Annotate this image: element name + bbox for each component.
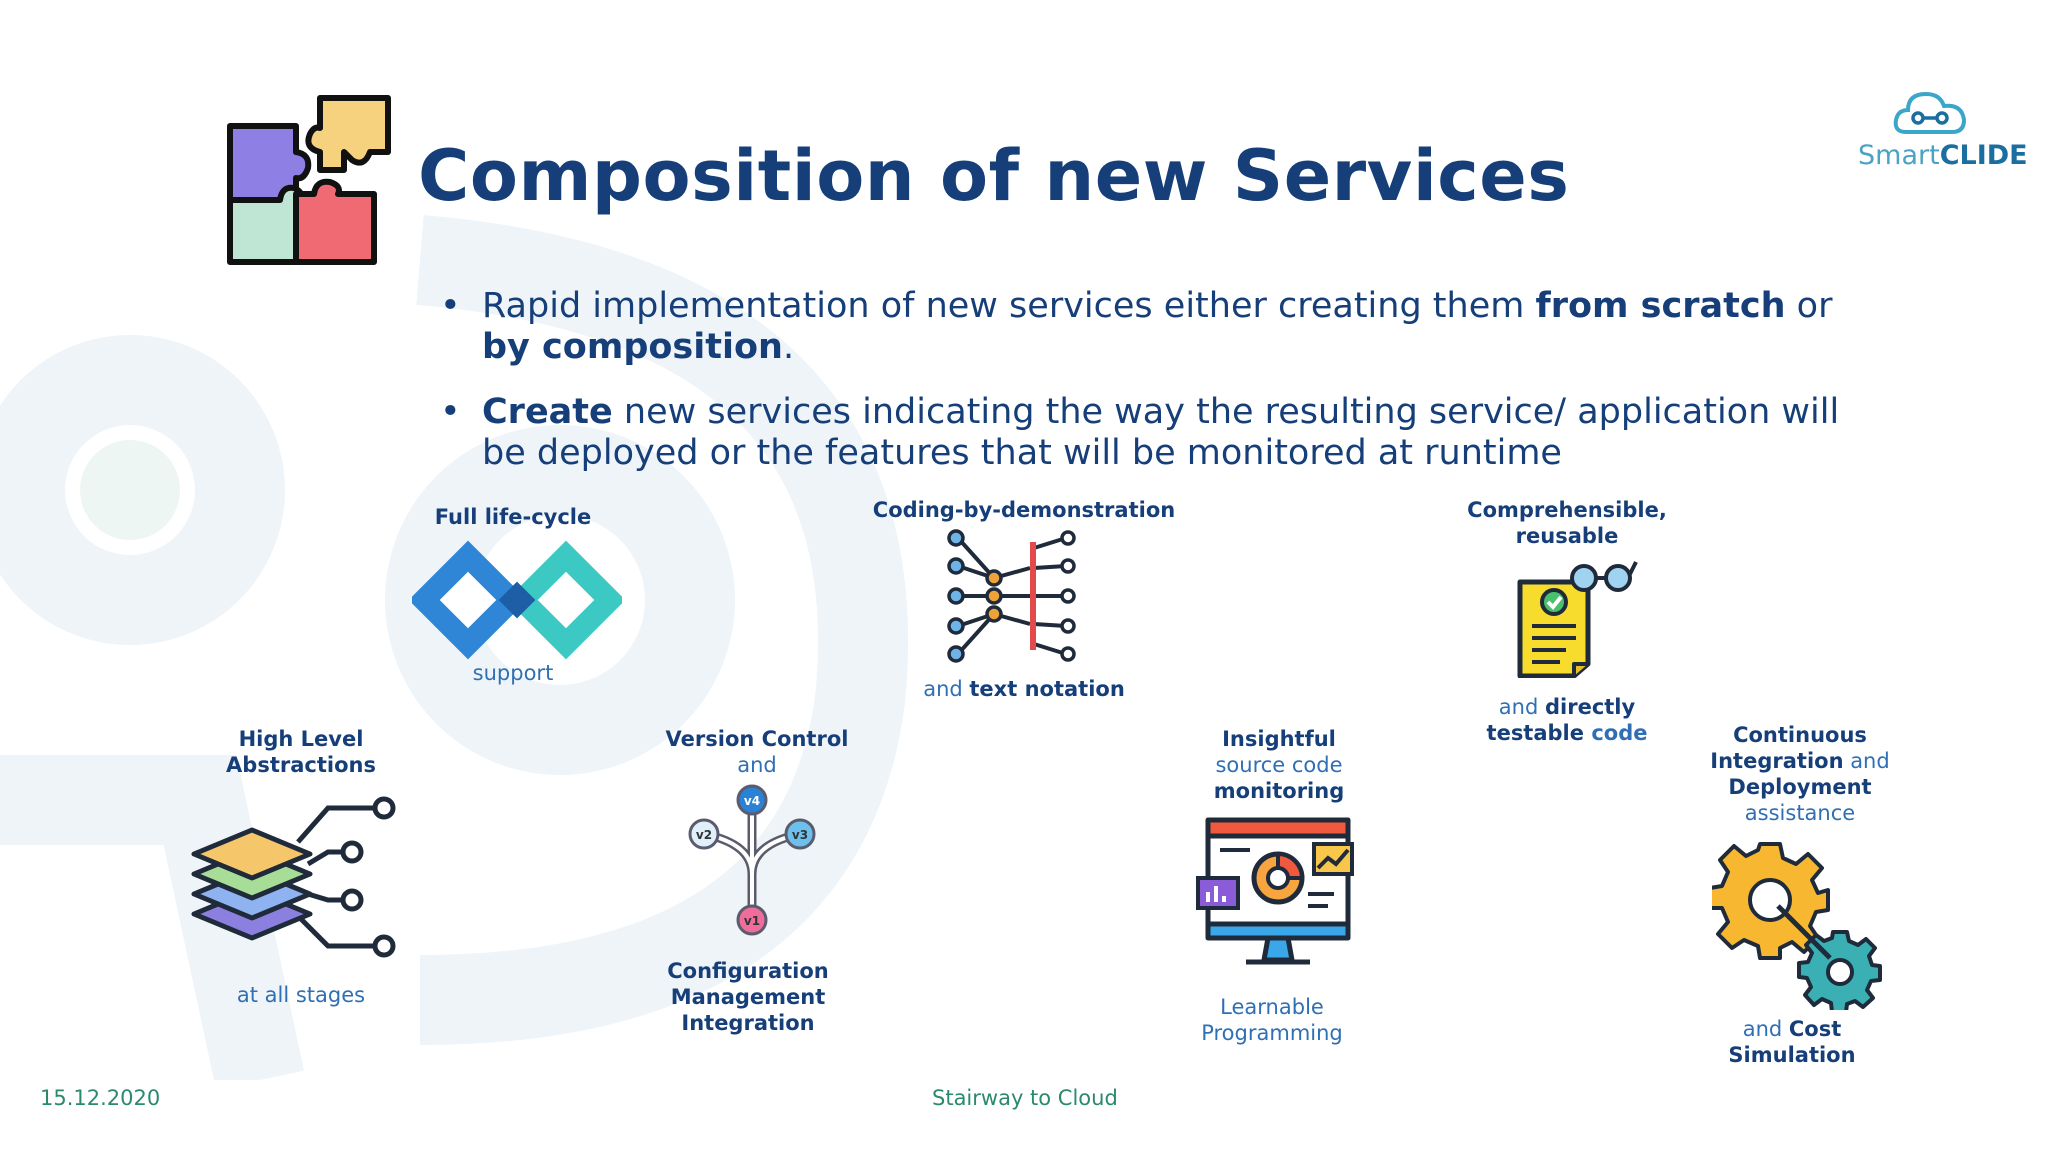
feature-label: Management [670,985,826,1009]
feature-label: Simulation [1728,1043,1856,1067]
version-branch-icon: v2 v3 v4 v1 [688,784,816,936]
bullet-marker: • [440,286,461,326]
bullet-list: • Rapid implementation of new services e… [440,286,1840,494]
feature-comprehensible-bottom: and directly testable code [1450,694,1684,746]
bullet-text: or [1785,286,1833,326]
feature-label: Comprehensible, [1467,498,1667,522]
feature-label: Configuration [667,959,829,983]
infinity-devops-icon [412,540,622,660]
bullet-bold: from scratch [1535,286,1786,326]
feature-lifecycle-bottom: support [420,660,606,686]
feature-label: Insightful [1222,727,1336,751]
bullet-bold: Create [482,392,613,432]
feature-label: monitoring [1213,779,1345,803]
feature-label-light: and [923,677,970,701]
feature-label-light: and [1843,749,1890,773]
feature-coding-bottom: and text notation [874,676,1174,702]
feature-label-strong: text notation [969,677,1125,701]
feature-label: Integration [681,1011,815,1035]
feature-coding-top: Coding-by-demonstration [864,497,1184,523]
feature-label: Deployment [1728,775,1872,799]
feature-label: Learnable [1220,995,1324,1019]
feature-label-light: and [1498,695,1545,719]
version-label-v1: v1 [744,914,760,928]
bullet-item: • Rapid implementation of new services e… [440,286,1840,368]
monitor-dashboard-icon [1196,817,1354,965]
feature-ci-top: Continuous Integration and Deployment as… [1688,722,1912,826]
version-label-v2: v2 [696,828,712,842]
feature-abstractions-top: High Level Abstractions [194,726,408,778]
feature-label-strong: testable [1486,721,1592,745]
feature-abstractions-bottom: at all stages [204,982,398,1008]
version-label-v4: v4 [744,794,760,808]
feature-version-top: Version Control and [640,726,874,778]
bullet-text: Rapid implementation of new services eit… [482,286,1536,326]
feature-comprehensible-top: Comprehensible, reusable [1440,497,1694,549]
logo-text-clide: CLIDE [1939,140,2028,171]
feature-label: at all stages [236,983,366,1007]
feature-label-light: and [1742,1017,1789,1041]
gears-icon [1712,842,1882,1010]
bullet-bold: by composition [482,327,783,367]
logo-text-smart: Smart [1858,140,1940,171]
feature-label: Programming [1201,1021,1343,1045]
page-title: Composition of new Services [418,135,1570,217]
background-watermark [0,215,909,1080]
feature-label: Full life-cycle [434,505,592,529]
smartclide-cloud-icon [1893,91,1967,134]
feature-ci-bottom: and Cost Simulation [1682,1016,1902,1068]
feature-lifecycle-top: Full life-cycle [400,504,626,530]
feature-label-light: code [1591,721,1648,745]
feature-insightful-bottom: Learnable Programming [1160,994,1384,1046]
smartclide-logo: SmartCLIDE [1848,88,2028,174]
feature-label: support [472,661,554,685]
feature-label: Version Control [665,727,849,751]
feature-label-strong: Cost [1788,1017,1842,1041]
bullet-text: new services indicating the way the resu… [482,392,1840,473]
bullet-item: • Create new services indicating the way… [440,392,1840,474]
layers-network-icon [191,796,396,958]
document-glasses-icon [1517,561,1638,678]
feature-label-strong: directly [1544,695,1636,719]
feature-label-strong: Integration [1710,749,1844,773]
logo-wordmark: SmartCLIDE [1858,140,2028,171]
neural-network-icon [947,529,1076,663]
feature-label: Continuous [1733,723,1867,747]
footer-title: Stairway to Cloud [932,1086,1118,1110]
puzzle-icon [227,95,391,265]
version-label-v3: v3 [792,828,808,842]
feature-version-bottom: Configuration Management Integration [640,958,856,1036]
feature-label: reusable [1515,524,1619,548]
feature-insightful-top: Insightful source code monitoring [1170,726,1388,804]
feature-label: source code [1215,753,1343,777]
feature-label: High Level [238,727,364,751]
bullet-text: . [782,327,795,367]
feature-label: Coding-by-demonstration [872,498,1176,522]
feature-label: assistance [1744,801,1856,825]
feature-label: Abstractions [226,753,376,777]
footer-date: 15.12.2020 [40,1086,161,1110]
feature-label: and [737,753,777,777]
bullet-marker: • [440,392,461,432]
